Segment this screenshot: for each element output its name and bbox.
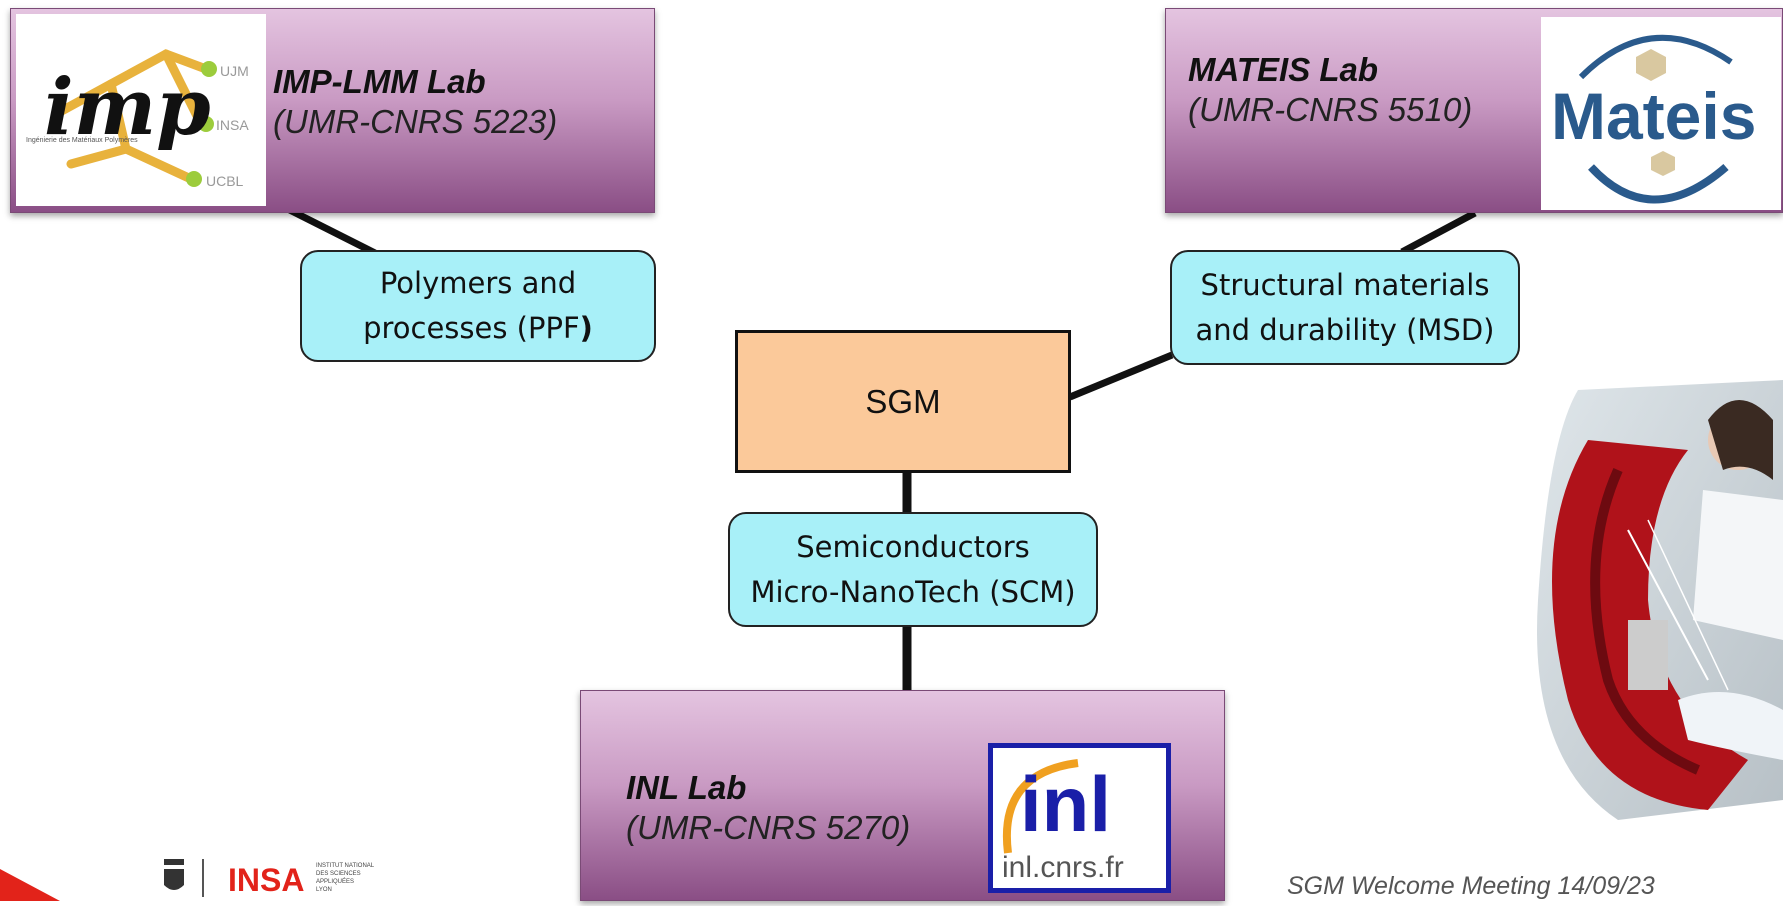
msd-line2: and durability (MSD)	[1195, 312, 1495, 347]
svg-text:INSTITUT NATIONAL: INSTITUT NATIONAL	[316, 863, 375, 869]
scm-line1: Semiconductors	[796, 529, 1030, 564]
mateis-logo: Mateis	[1541, 17, 1781, 210]
svg-text:inl.cnrs.fr: inl.cnrs.fr	[1002, 851, 1124, 884]
mateis-lab-subtitle: (UMR-CNRS 5510)	[1188, 91, 1473, 128]
university-lyon-crest-icon	[164, 859, 184, 890]
lab-box-imp: imp UJM INSA UCBL Ingénierie des Matéria…	[10, 8, 655, 213]
imp-lab-subtitle: (UMR-CNRS 5223)	[273, 103, 558, 140]
ppf-line2: processes (PPF)	[363, 306, 593, 351]
svg-text:imp: imp	[44, 62, 211, 153]
sgm-center-box: SGM	[735, 330, 1071, 473]
lab-box-inl: INL Lab (UMR-CNRS 5270) inl inl.cnrs.fr	[580, 690, 1225, 901]
inl-lab-subtitle: (UMR-CNRS 5270)	[626, 809, 911, 846]
ppf-line2-bold: )	[579, 311, 593, 345]
svg-text:INSA: INSA	[228, 862, 304, 898]
lab-box-mateis: MATEIS Lab (UMR-CNRS 5510) Mateis	[1165, 8, 1783, 213]
inl-logo: inl inl.cnrs.fr	[988, 743, 1171, 893]
svg-text:INSA: INSA	[216, 117, 249, 133]
red-corner-shape	[0, 869, 60, 901]
scm-line2: Micro-NanoTech (SCM)	[750, 574, 1076, 609]
svg-text:Mateis: Mateis	[1551, 79, 1756, 153]
imp-logo: imp UJM INSA UCBL Ingénierie des Matéria…	[16, 14, 266, 206]
svg-text:APPLIQUÉES: APPLIQUÉES	[316, 878, 354, 885]
connector-mateis-msd	[1400, 209, 1477, 256]
inl-lab-title: INL Lab	[626, 769, 747, 806]
svg-text:inl: inl	[1020, 760, 1111, 848]
svg-text:UCBL: UCBL	[206, 173, 244, 189]
mateis-logo-graphic: Mateis	[1551, 34, 1756, 204]
connector-msd-sgm	[1068, 351, 1174, 401]
svg-text:DES SCIENCES: DES SCIENCES	[316, 871, 361, 877]
imp-lab-title: IMP-LMM Lab	[273, 63, 486, 100]
footer-meeting-label: SGM Welcome Meeting 14/09/23	[1287, 872, 1655, 900]
inl-logo-graphic: inl inl.cnrs.fr	[993, 748, 1166, 888]
imp-logo-graphic: imp UJM INSA UCBL Ingénierie des Matéria…	[26, 49, 249, 189]
team-box-ppf: Polymers and processes (PPF)	[300, 250, 656, 362]
lab-photo	[1508, 380, 1783, 820]
ppf-line2-text: processes (PPF	[363, 311, 580, 345]
team-box-msd: Structural materials and durability (MSD…	[1170, 250, 1520, 365]
svg-text:LYON: LYON	[316, 887, 332, 893]
mateis-lab-title: MATEIS Lab	[1188, 51, 1379, 88]
insa-logo: INSA INSTITUT NATIONAL DES SCIENCES APPL…	[158, 855, 388, 901]
team-box-scm: Semiconductors Micro-NanoTech (SCM)	[728, 512, 1098, 627]
ppf-line1: Polymers and	[379, 266, 577, 300]
svg-text:Ingénierie des Matériaux Polym: Ingénierie des Matériaux Polymères	[26, 137, 138, 144]
msd-line1: Structural materials	[1200, 267, 1490, 302]
svg-text:UJM: UJM	[220, 63, 249, 79]
sgm-label: SGM	[865, 382, 941, 420]
